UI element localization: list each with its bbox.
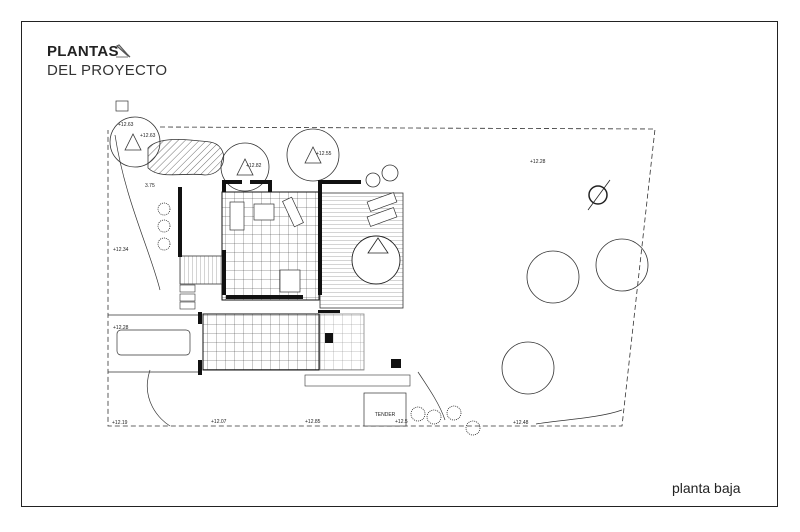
svg-text:+12.85: +12.85: [305, 419, 321, 425]
svg-text:+12.82: +12.82: [246, 163, 262, 169]
svg-text:+12.55: +12.55: [316, 151, 332, 157]
svg-text:+12.63: +12.63: [140, 133, 156, 139]
house: [116, 180, 411, 427]
svg-text:+12.34: +12.34: [113, 247, 129, 253]
svg-text:+12.07: +12.07: [211, 419, 227, 425]
north-arrow-icon: [587, 179, 611, 211]
svg-text:+12.28: +12.28: [530, 159, 546, 165]
svg-text:+12.28: +12.28: [113, 325, 129, 331]
level-markers: +12.63 +12.63 +12.82 +12.55 +12.28 +12.3…: [112, 122, 546, 426]
drawing-frame: [21, 21, 778, 507]
shrubs: [157, 202, 481, 436]
title-light: DEL PROYECTO: [47, 62, 168, 79]
lot-boundary: [107, 126, 656, 427]
pencil-icon: [115, 44, 131, 58]
svg-text:+12.19: +12.19: [112, 420, 128, 426]
svg-text:+12.63: +12.63: [118, 122, 134, 128]
svg-text:+12.5: +12.5: [395, 419, 408, 425]
tender-label: TENDER: [375, 412, 396, 418]
plan-caption: planta baja: [672, 480, 741, 496]
title-bold: PLANTAS: [47, 43, 119, 60]
dimension-label: 3.75: [145, 183, 155, 189]
svg-text:+12.48: +12.48: [513, 420, 529, 426]
